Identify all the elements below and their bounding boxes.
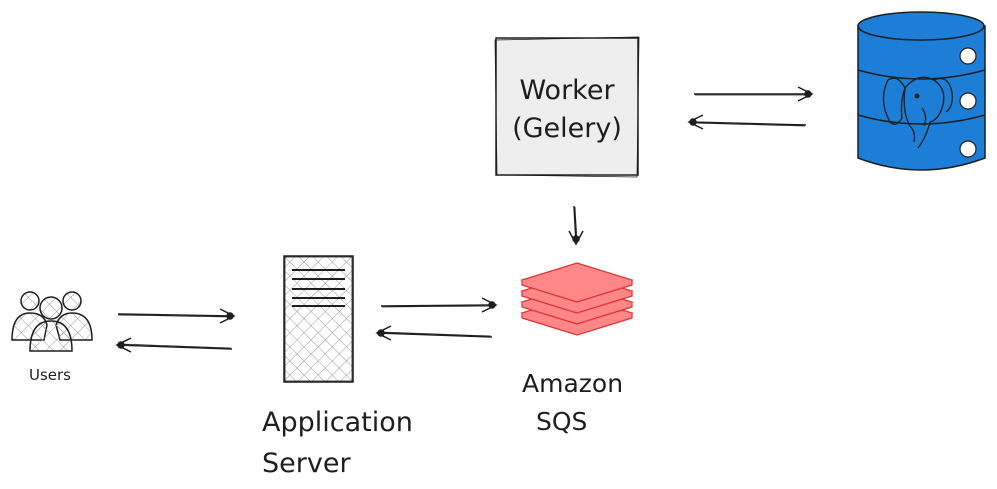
app-to-users-arrow [115, 337, 233, 353]
users-label: Users [29, 366, 71, 384]
app-server-label-line1: Application [262, 407, 413, 438]
worker-label-line1: Worker [519, 75, 615, 106]
app-server-label-line2: Server [262, 448, 351, 479]
sqs-label-line1: Amazon [522, 369, 623, 398]
database-icon [857, 11, 986, 171]
users-to-app-arrow [117, 308, 236, 324]
app-to-sqs-arrow [380, 297, 498, 313]
sqs-label-line2: SQS [536, 407, 587, 436]
users-icon [11, 291, 93, 352]
worker-box [494, 36, 640, 178]
worker-label-line2: (Gelery) [512, 113, 622, 144]
worker-to-db-arrow [694, 86, 814, 102]
worker-to-sqs-arrow [568, 205, 584, 246]
sqs-icon [519, 262, 635, 336]
server-icon [283, 255, 354, 383]
postgresql-elephant-icon [882, 76, 954, 149]
sqs-to-app-arrow [375, 325, 493, 341]
db-to-worker-arrow [687, 114, 807, 130]
